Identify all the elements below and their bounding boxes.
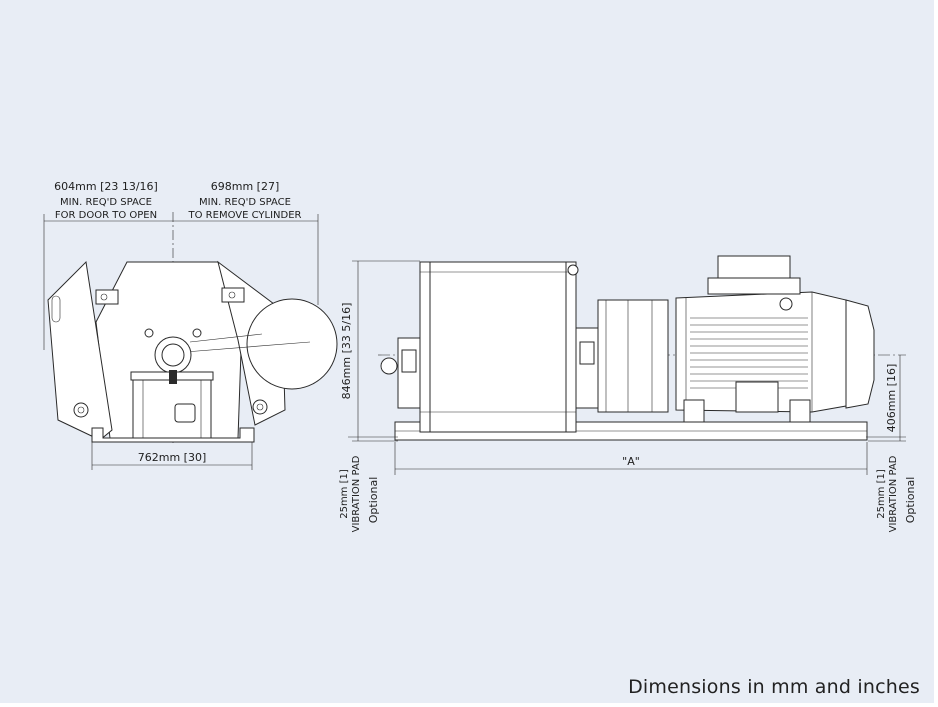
side-view: 604mm [23 13/16] MIN. REQ'D SPACE FOR DO… xyxy=(43,180,338,470)
fan-cover xyxy=(845,299,875,409)
right-pad-size: 25mm [1] xyxy=(876,469,887,519)
side-base xyxy=(91,427,255,443)
motor-feet xyxy=(735,381,779,413)
coupling-guard xyxy=(597,299,669,413)
lifting-eye xyxy=(779,297,793,311)
cylinder-space-note-1: MIN. REQ'D SPACE xyxy=(199,197,291,208)
left-bearing xyxy=(397,337,421,409)
units-caption: Dimensions in mm and inches xyxy=(628,676,920,698)
cylinder-space-note-2: TO REMOVE CYLINDER xyxy=(188,210,302,221)
left-pad-name: VIBRATION PAD xyxy=(351,455,362,532)
door-space-dimension: 604mm [23 13/16] xyxy=(54,180,158,193)
door-space-note-1: MIN. REQ'D SPACE xyxy=(60,197,152,208)
left-pad-size: 25mm [1] xyxy=(339,469,350,519)
length-dimension: "A" xyxy=(622,455,640,468)
door-space-note-2: FOR DOOR TO OPEN xyxy=(55,210,157,221)
axis-height-dimension: 406mm [16] xyxy=(885,364,898,433)
front-view: 846mm [33 5/16] 406mm [16] xyxy=(339,255,917,532)
right-bearing xyxy=(575,327,599,409)
drum-housing xyxy=(419,261,577,433)
cylinder-circle xyxy=(246,298,338,390)
width-dimension: 762mm [30] xyxy=(138,451,207,464)
left-pad-optional: Optional xyxy=(367,477,380,524)
right-pad-name: VIBRATION PAD xyxy=(888,455,899,532)
height-dimension: 846mm [33 5/16] xyxy=(340,303,353,400)
right-pad-optional: Optional xyxy=(904,477,917,524)
cylinder-space-dimension: 698mm [27] xyxy=(211,180,280,193)
left-door xyxy=(47,260,113,441)
terminal-box xyxy=(717,255,791,279)
pedestal-frame xyxy=(132,379,212,439)
